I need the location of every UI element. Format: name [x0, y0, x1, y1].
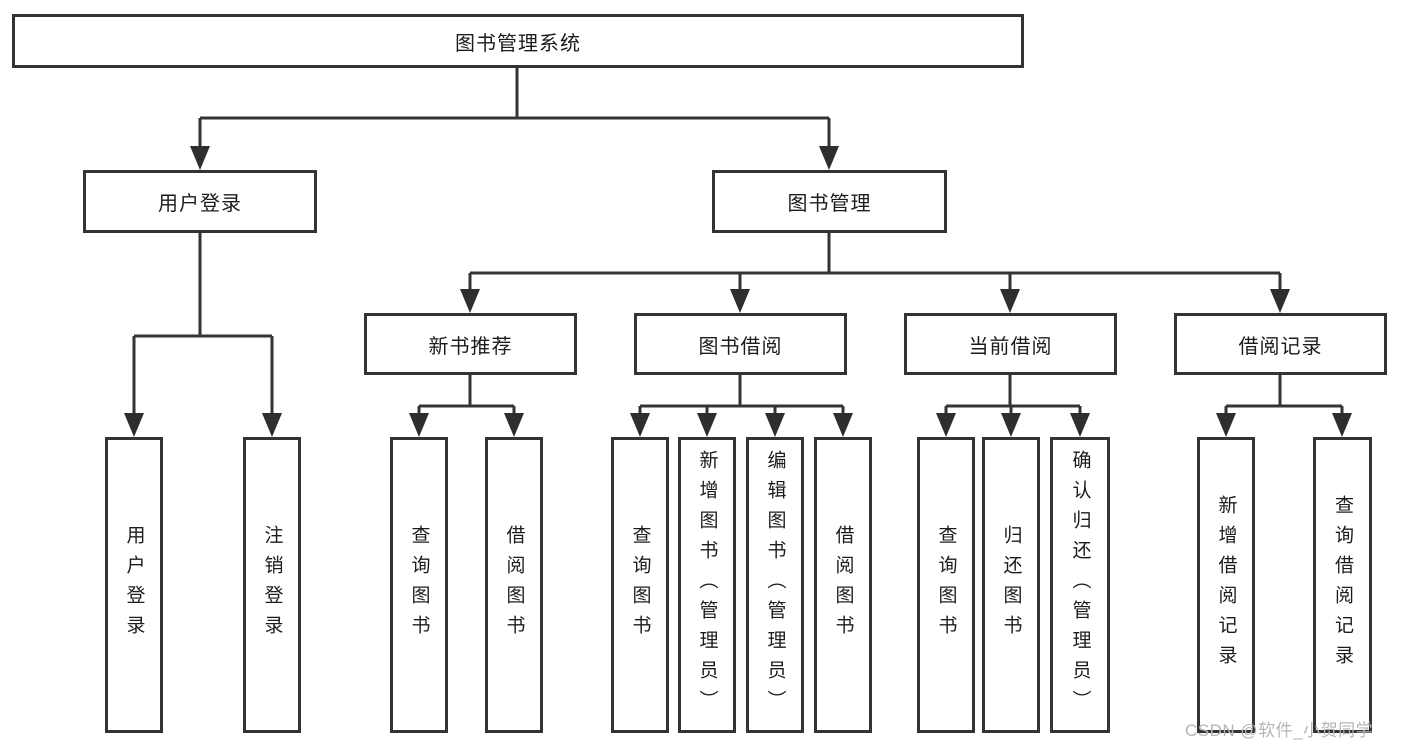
- csdn-watermark: CSDN @软件_小贺同学: [1185, 721, 1374, 740]
- leaf-label: 归还图书: [1000, 525, 1022, 645]
- arrowhead: [1216, 413, 1236, 437]
- arrowhead: [124, 413, 144, 437]
- leaf-query-books: 查询图书: [611, 437, 669, 733]
- connector-user-login-to-leaves: [124, 233, 282, 437]
- arrowhead: [190, 146, 210, 170]
- arrowhead: [1270, 289, 1290, 313]
- arrowhead: [460, 289, 480, 313]
- connector-borrow-records-to-leaves: [1216, 375, 1352, 437]
- arrowhead: [730, 289, 750, 313]
- leaf-confirm-return-admin: 确认归还（管理员）: [1050, 437, 1110, 733]
- arrowhead: [1070, 413, 1090, 437]
- arrowhead: [630, 413, 650, 437]
- leaf-label: 确认归还（管理员）: [1069, 450, 1091, 720]
- arrowhead: [819, 146, 839, 170]
- node-label: 当前借阅: [968, 335, 1053, 358]
- leaf-edit-books-admin: 编辑图书（管理员）: [746, 437, 804, 733]
- node-label: 图书借阅: [698, 335, 783, 358]
- leaf-label: 查询图书: [408, 525, 430, 645]
- arrowhead: [1001, 413, 1021, 437]
- leaf-label: 新增借阅记录: [1215, 495, 1237, 675]
- leaf-label: 编辑图书（管理员）: [764, 450, 786, 720]
- node-label: 借阅记录: [1238, 335, 1323, 358]
- connector-root-to-level2: [190, 68, 839, 170]
- node-book-management: 图书管理: [712, 170, 947, 233]
- arrowhead: [504, 413, 524, 437]
- node-borrowing-records: 借阅记录: [1174, 313, 1387, 375]
- arrowhead: [1000, 289, 1020, 313]
- leaf-label: 用户登录: [123, 525, 145, 645]
- node-new-book-recommendation: 新书推荐: [364, 313, 577, 375]
- arrowhead: [1332, 413, 1352, 437]
- node-book-borrowing: 图书借阅: [634, 313, 847, 375]
- node-label: 新书推荐: [428, 335, 513, 358]
- leaf-query-books: 查询图书: [390, 437, 448, 733]
- leaf-add-books-admin: 新增图书（管理员）: [678, 437, 736, 733]
- arrowhead: [697, 413, 717, 437]
- leaf-query-books: 查询图书: [917, 437, 975, 733]
- leaf-label: 注销登录: [261, 525, 283, 645]
- leaf-label: 查询图书: [935, 525, 957, 645]
- leaf-label: 新增图书（管理员）: [696, 450, 718, 720]
- connector-new-books-to-leaves: [409, 375, 524, 437]
- node-current-borrowing: 当前借阅: [904, 313, 1117, 375]
- node-user-login: 用户登录: [83, 170, 317, 233]
- node-library-management-system: 图书管理系统: [12, 14, 1024, 68]
- leaf-logout: 注销登录: [243, 437, 301, 733]
- leaf-label: 查询图书: [629, 525, 651, 645]
- arrowhead: [833, 413, 853, 437]
- leaf-label: 借阅图书: [503, 525, 525, 645]
- connector-book-borrow-to-leaves: [630, 375, 853, 437]
- leaf-user-login: 用户登录: [105, 437, 163, 733]
- leaf-label: 借阅图书: [832, 525, 854, 645]
- leaf-label: 查询借阅记录: [1332, 495, 1353, 675]
- arrowhead: [262, 413, 282, 437]
- connector-book-mgmt-to-level3: [460, 233, 1290, 313]
- leaf-query-borrow-record: 查询借阅记录: [1313, 437, 1372, 733]
- leaf-borrow-books: 借阅图书: [485, 437, 543, 733]
- node-label: 用户登录: [158, 193, 242, 215]
- node-label: 图书管理系统: [455, 32, 581, 55]
- connector-current-borrow-to-leaves: [936, 375, 1090, 437]
- node-label: 图书管理: [787, 193, 872, 215]
- leaf-add-borrow-record: 新增借阅记录: [1197, 437, 1255, 733]
- arrowhead: [409, 413, 429, 437]
- leaf-borrow-books: 借阅图书: [814, 437, 872, 733]
- leaf-return-books: 归还图书: [982, 437, 1040, 733]
- arrowhead: [765, 413, 785, 437]
- arrowhead: [936, 413, 956, 437]
